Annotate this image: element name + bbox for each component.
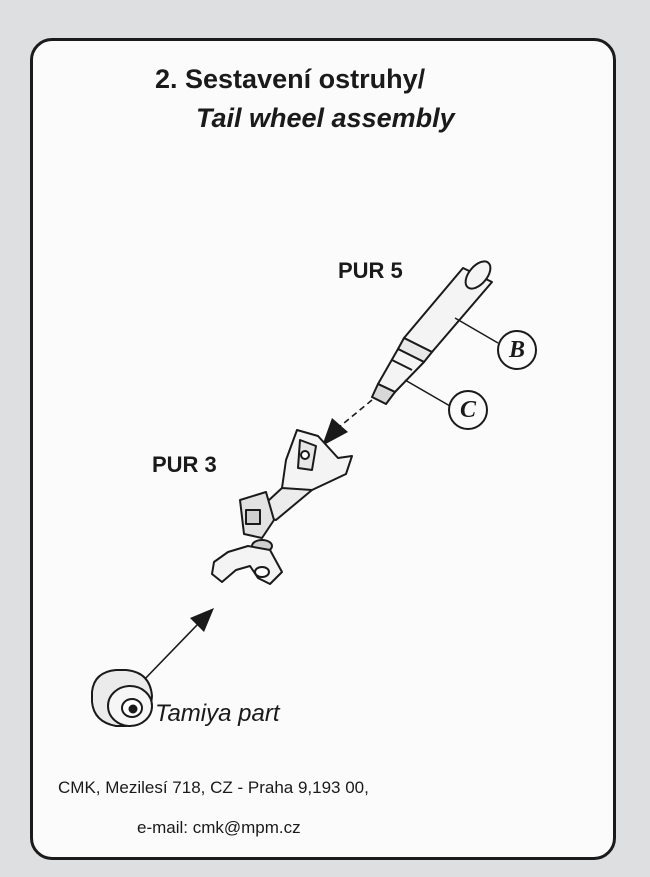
leader-line-b bbox=[454, 317, 499, 344]
assembly-arrow-lower bbox=[139, 608, 214, 685]
strut-part-pur5 bbox=[371, 260, 493, 405]
footer-address: CMK, Mezilesí 718, CZ - Praha 9,193 00, bbox=[58, 778, 369, 797]
fork-part-pur3 bbox=[211, 429, 353, 585]
tamiya-part-label: Tamiya part bbox=[155, 700, 280, 727]
step-title-czech: 2. Sestavení ostruhy/ bbox=[155, 64, 426, 94]
tamiya-wheel bbox=[91, 669, 154, 727]
part-label-pur5: PUR 5 bbox=[338, 258, 403, 283]
part-label-pur3: PUR 3 bbox=[152, 452, 217, 477]
step-title-english: Tail wheel assembly bbox=[196, 103, 455, 133]
footer-email: e-mail: cmk@mpm.cz bbox=[137, 818, 301, 837]
callout-c: C bbox=[448, 390, 488, 430]
callout-b: B bbox=[497, 330, 537, 370]
leader-line-c bbox=[404, 379, 451, 407]
assembly-arrow-upper bbox=[322, 399, 373, 446]
